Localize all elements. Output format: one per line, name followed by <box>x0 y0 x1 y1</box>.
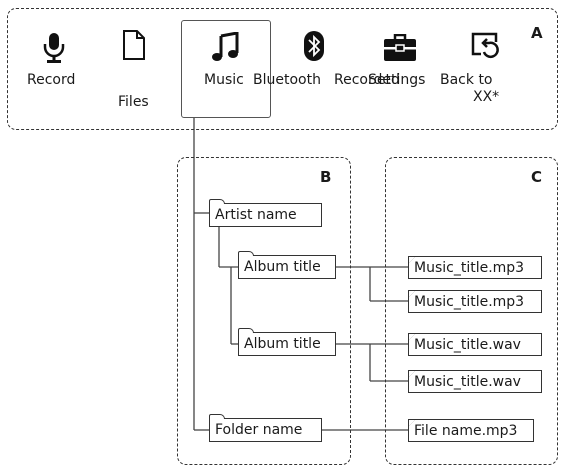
file-node-4[interactable]: Music_title.wav <box>407 369 542 393</box>
file-label-3: Music_title.wav <box>414 337 521 353</box>
panel-b-label: B <box>320 168 332 186</box>
bluetooth-icon <box>304 31 324 61</box>
folder-panel-b <box>177 157 351 465</box>
microphone-icon <box>43 33 65 63</box>
menu-label-settings: Settings <box>368 72 426 88</box>
file-label-4: Music_title.wav <box>414 374 521 390</box>
folder-label-folder: Folder name <box>215 422 303 438</box>
menu-item-recorded[interactable]: Recorded <box>334 28 439 98</box>
file-node-3[interactable]: Music_title.wav <box>407 332 542 356</box>
menu-panel-a <box>7 8 558 130</box>
menu-item-record[interactable]: Record <box>25 28 85 98</box>
menu-label-recorded: Recorded <box>334 72 400 88</box>
folder-label-album-1: Album title <box>244 259 321 275</box>
menu-label-record: Record <box>27 72 76 88</box>
menu-item-back[interactable]: Back to XX* <box>440 28 520 118</box>
file-node-1[interactable]: Music_title.mp3 <box>407 255 542 279</box>
document-icon <box>123 30 145 60</box>
folder-node-album-2[interactable]: Album title <box>237 328 336 356</box>
menu-label-back: Back to <box>440 72 493 88</box>
menu-label-bluetooth: Bluetooth <box>253 72 321 88</box>
menu-label-music: Music <box>204 72 244 88</box>
folder-node-artist[interactable]: Artist name <box>208 199 322 227</box>
folder-label-artist: Artist name <box>215 207 297 223</box>
menu-item-settings[interactable]: Settings <box>365 72 435 96</box>
toolbox-icon <box>384 34 416 61</box>
folder-label-album-2: Album title <box>244 336 321 352</box>
file-label-1: Music_title.mp3 <box>414 260 525 276</box>
menu-item-bluetooth[interactable]: Bluetooth <box>253 28 360 98</box>
back-icon <box>471 32 499 59</box>
file-node-2[interactable]: Music_title.mp3 <box>407 289 542 313</box>
menu-label-back-xx: XX* <box>473 89 500 105</box>
file-label-5: File name.mp3 <box>414 423 518 439</box>
folder-node-album-1[interactable]: Album title <box>237 251 336 279</box>
file-label-2: Music_title.mp3 <box>414 294 525 310</box>
menu-label-files: Files <box>118 94 149 110</box>
file-node-5[interactable]: File name.mp3 <box>407 418 534 442</box>
music-note-icon <box>212 32 239 61</box>
menu-item-music[interactable]: Music <box>198 28 258 98</box>
panel-c-label: C <box>531 168 543 186</box>
file-panel-c <box>385 157 558 465</box>
folder-node-folder[interactable]: Folder name <box>208 414 322 442</box>
music-selected-highlight <box>181 20 271 118</box>
panel-a-label: A <box>531 24 543 42</box>
menu-item-files[interactable]: Files <box>108 28 168 118</box>
